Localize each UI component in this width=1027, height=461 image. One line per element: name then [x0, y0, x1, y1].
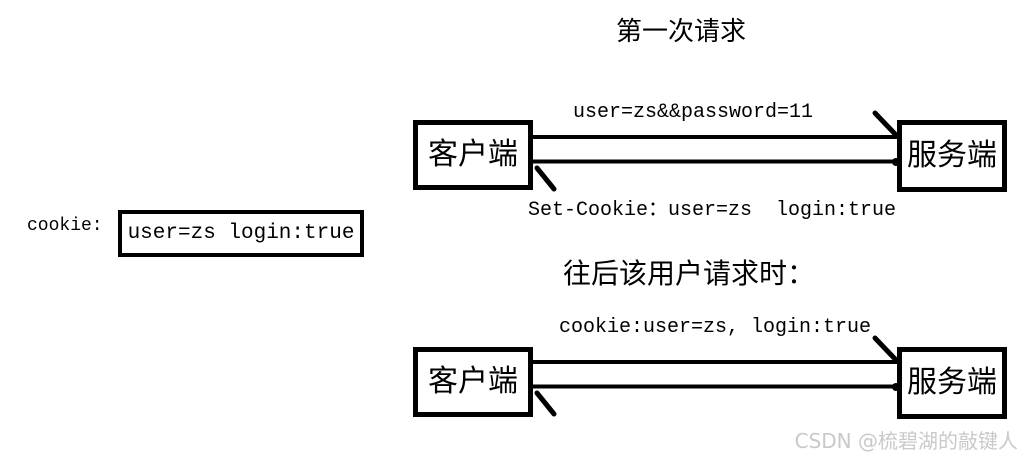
request-arrowhead-first: [872, 110, 899, 138]
subsequent-request-title: 往后该用户请求时：: [563, 257, 816, 290]
watermark: CSDN @梳碧湖的敲键人: [794, 429, 1018, 453]
request-label-first: user=zs&&password=11: [573, 101, 814, 124]
cookie-store-value: user=zs login:true: [127, 222, 355, 245]
server-node-label-first: 服务端: [907, 138, 997, 173]
server-node-first: 服务端: [897, 120, 1007, 192]
client-node-first: 客户端: [413, 120, 533, 190]
server-node-label-subsequent: 服务端: [907, 365, 997, 400]
request-arrowhead-subsequent: [872, 335, 899, 363]
request-label-subsequent: cookie:user=zs, login:true: [558, 316, 872, 339]
cookie-store-box: user=zs login:true: [118, 210, 364, 257]
server-node-subsequent: 服务端: [897, 347, 1007, 419]
client-node-subsequent: 客户端: [413, 347, 533, 417]
response-arrowhead-first: [534, 165, 557, 192]
client-node-label-first: 客户端: [428, 137, 518, 172]
response-arrowhead-subsequent: [534, 390, 557, 417]
cookie-store-label: cookie:: [27, 216, 103, 236]
client-node-label-subsequent: 客户端: [428, 364, 518, 399]
response-label-first: Set-Cookie：user=zs login:true: [528, 199, 897, 222]
first-request-title: 第一次请求: [616, 17, 747, 47]
